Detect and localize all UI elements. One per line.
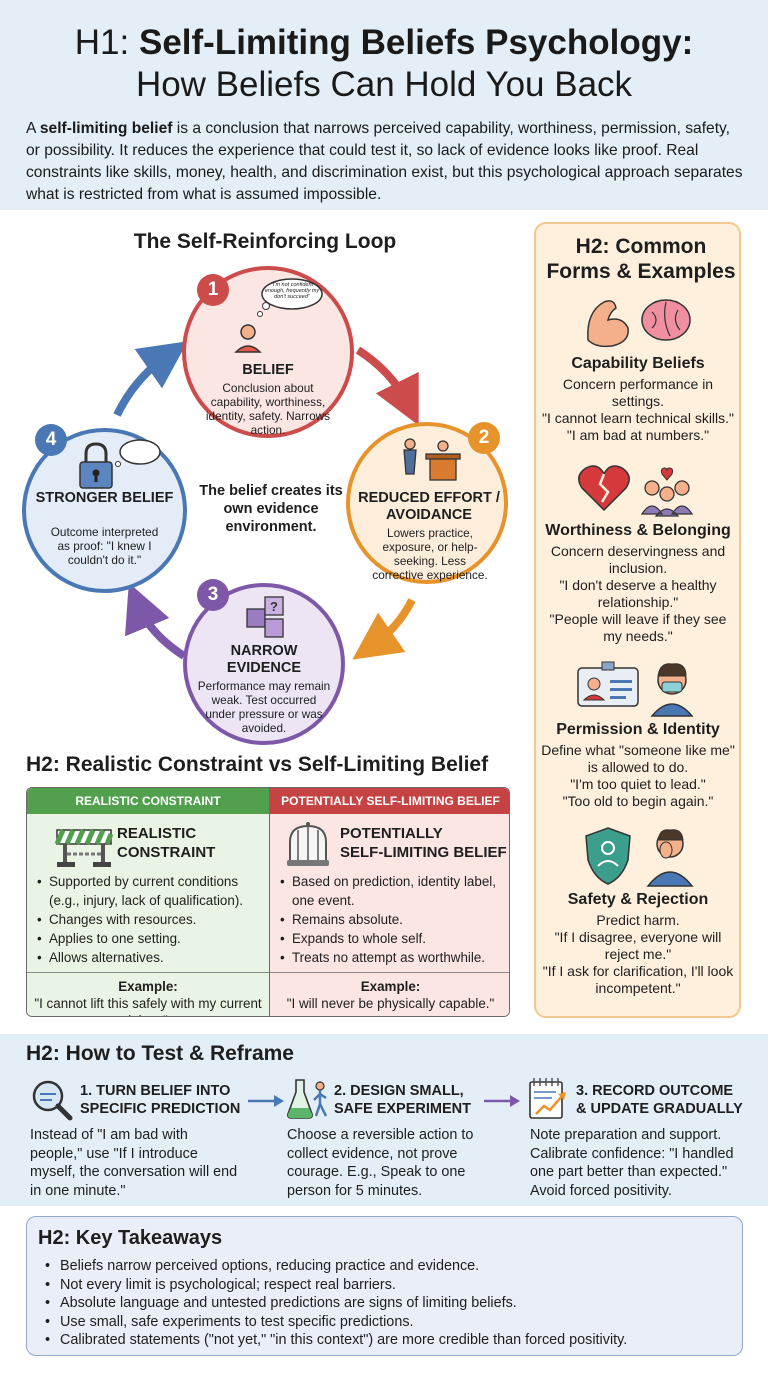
node-stronger-belief-desc: Outcome interpreted as proof: "I knew I … [50, 525, 159, 567]
step-3-text: Note preparation and support. Calibrate … [530, 1127, 734, 1199]
common-forms-panel: H2: Common Forms & Examples Capability B… [534, 222, 741, 1018]
test-reframe-section: H2: How to Test & Reframe 1. TURN BELIEF… [0, 1034, 768, 1206]
node-belief-title: BELIEF [242, 362, 294, 378]
takeaway-item: Calibrated statements ("not yet," "in th… [45, 1331, 735, 1350]
shield-person-icon [585, 827, 694, 887]
takeaway-item: Beliefs narrow perceived options, reduci… [45, 1257, 735, 1276]
takeaway-item: Use small, safe experiments to test spec… [45, 1313, 735, 1332]
self-reinforcing-loop: The Self-Reinforcing Loop "I'm not confi… [0, 210, 530, 755]
avoidance-podium-icon [403, 438, 461, 481]
header-banner: H1: Self-Limiting Beliefs Psychology: Ho… [0, 0, 768, 210]
svg-text:?: ? [270, 599, 278, 614]
thought-bubble-text: "I'm not confident enough, frequently my… [264, 282, 320, 300]
arrow-belief-to-avoidance [355, 346, 419, 426]
compare-heading: H2: Realistic Constraint vs Self-Limitin… [26, 753, 489, 776]
takeaways-heading: H2: Key Takeaways [38, 1227, 223, 1249]
node-number-2: 2 [468, 422, 500, 454]
step-arrow-1 [248, 1095, 284, 1107]
form-capability: Capability Beliefs Concern performance i… [541, 355, 735, 443]
step-2-title: 2. DESIGN SMALL, SAFE EXPERIMENT [334, 1083, 471, 1117]
node-stronger-belief-title: STRONGER BELIEF [35, 490, 174, 506]
realistic-divider [27, 972, 269, 973]
node-narrow-evidence-title: NARROW EVIDENCE [226, 643, 302, 676]
realistic-constraint-example: Example: "I cannot lift this safely with… [34, 979, 262, 1016]
road-barrier-icon [54, 829, 114, 867]
self-limiting-belief-column: POTENTIALLY SELF-LIMITING BELIEF POTENTI… [269, 788, 509, 1016]
takeaway-item: Not every limit is psychological; respec… [45, 1276, 735, 1295]
node-narrow-evidence-desc: Performance may remain weak. Test occurr… [197, 679, 331, 735]
arrow-evidence-to-stronger [125, 582, 187, 660]
self-limiting-belief-list: Based on prediction, identity label, one… [280, 872, 506, 967]
person-thinking-icon [234, 278, 323, 353]
birdcage-icon [287, 822, 329, 866]
key-takeaways-panel: H2: Key Takeaways Beliefs narrow perceiv… [26, 1216, 743, 1356]
realistic-constraint-header: REALISTIC CONSTRAINT [27, 788, 269, 814]
loop-title: The Self-Reinforcing Loop [133, 230, 397, 253]
forms-title: H2: Common Forms & Examples [546, 235, 736, 283]
arrow-stronger-to-belief [113, 341, 188, 417]
comparison-table: REALISTIC CONSTRAINT REALISTIC CONSTRAIN… [26, 787, 510, 1017]
self-limiting-belief-example: Example: "I will never be physically cap… [286, 979, 495, 1011]
step-2-text: Choose a reversible action to collect ev… [287, 1127, 474, 1199]
test-heading: H2: How to Test & Reframe [26, 1042, 294, 1065]
node-reduced-effort-desc: Lowers practice, exposure, or help-seeki… [372, 526, 488, 582]
notepad-chart-icon [529, 1078, 566, 1119]
realistic-constraint-column: REALISTIC CONSTRAINT REALISTIC CONSTRAIN… [27, 788, 269, 1016]
flask-walker-icon [287, 1079, 328, 1119]
step-3-title: 3. RECORD OUTCOME & UPDATE GRADUALLY [576, 1083, 743, 1117]
node-stronger-belief: STRONGER BELIEF Outcome interpreted as p… [22, 428, 187, 593]
loop-arrows [113, 341, 419, 660]
self-limiting-belief-title: POTENTIALLY SELF-LIMITING BELIEF [340, 825, 507, 861]
step-1-text: Instead of "I am bad with people," use "… [30, 1127, 238, 1199]
muscle-brain-icon [587, 299, 691, 348]
node-number-4: 4 [35, 424, 67, 456]
node-number-1: 1 [197, 274, 229, 306]
step-1-title: 1. TURN BELIEF INTO SPECIFIC PREDICTION [80, 1083, 241, 1117]
node-number-3: 3 [197, 579, 229, 611]
node-reduced-effort-title: REDUCED EFFORT / AVOIDANCE [358, 490, 500, 523]
step-arrow-2 [484, 1095, 520, 1107]
self-limiting-belief-header: POTENTIALLY SELF-LIMITING BELIEF [270, 788, 509, 814]
puzzle-question-icon: ? [246, 596, 284, 638]
padlock-cloud-icon [79, 439, 161, 489]
form-safety: Safety & Rejection Predict harm. "If I d… [542, 891, 734, 996]
takeaways-list: Beliefs narrow perceived options, reduci… [45, 1257, 735, 1350]
form-permission: Permission & Identity Define what "someo… [541, 721, 735, 809]
broken-heart-group-icon [578, 465, 694, 517]
loop-center-text: The belief creates its own evidence envi… [199, 483, 343, 535]
self-limiting-divider [270, 972, 509, 973]
realistic-constraint-list: Supported by current conditions (e.g., i… [37, 872, 265, 967]
arrow-avoidance-to-evidence [352, 598, 416, 660]
node-belief-desc: Conclusion about capability, worthiness,… [205, 381, 331, 437]
id-card-mask-icon [577, 661, 694, 717]
intro-paragraph: A self-limiting belief is a conclusion t… [26, 120, 743, 203]
page-title: H1: Self-Limiting Beliefs Psychology: Ho… [74, 23, 694, 104]
takeaway-item: Absolute language and untested predictio… [45, 1294, 735, 1313]
form-worthiness: Worthiness & Belonging Concern deserving… [545, 522, 731, 644]
realistic-constraint-title: REALISTIC CONSTRAINT [117, 825, 216, 861]
magnifier-icon [32, 1080, 73, 1121]
